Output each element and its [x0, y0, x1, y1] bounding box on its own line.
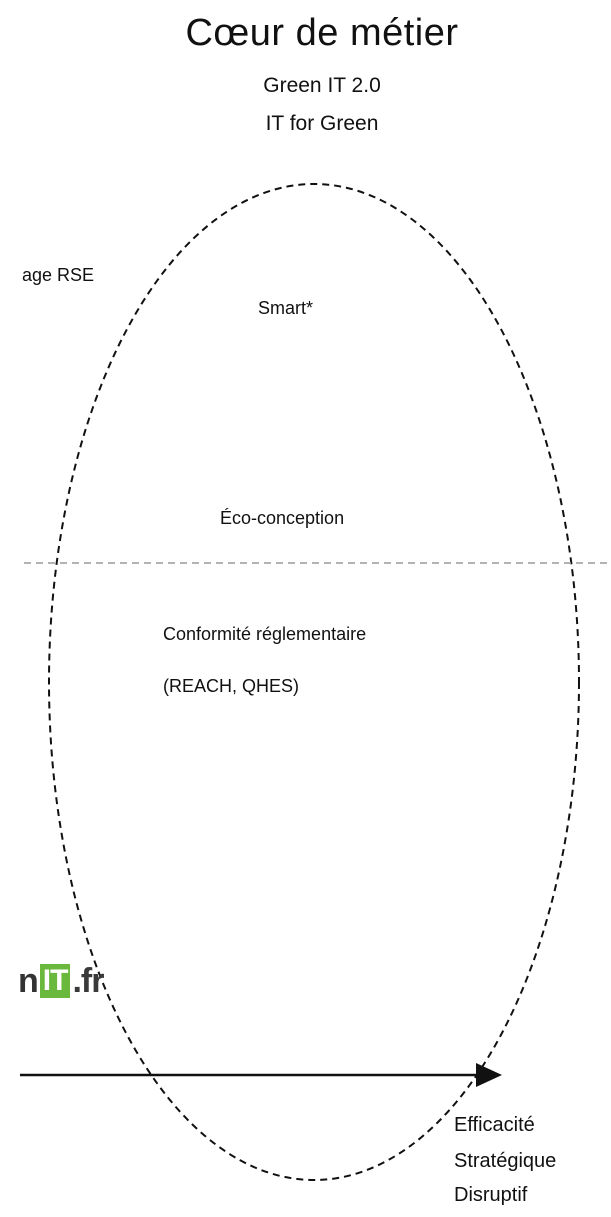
subtitle-it-for-green: IT for Green — [265, 112, 379, 135]
axis-label-disruptif: Disruptif — [454, 1184, 528, 1206]
label-rse: age RSE — [22, 265, 95, 285]
axis-arrow-head — [476, 1063, 502, 1087]
label-smart: Smart* — [258, 298, 314, 318]
logo-prefix: n — [18, 961, 39, 1000]
label-reach-qhes: (REACH, QHES) — [163, 676, 300, 696]
logo-it-box: IT — [39, 964, 71, 998]
axis-label-strategique: Stratégique — [454, 1150, 557, 1172]
dashed-ellipse — [48, 183, 580, 1181]
diagram-title: Cœur de métier — [185, 12, 459, 54]
label-conformite: Conformité réglementaire — [163, 624, 367, 644]
subtitle-green-it: Green IT 2.0 — [263, 74, 381, 97]
axis-label-efficacite: Efficacité — [454, 1114, 535, 1136]
label-eco-conception: Éco-conception — [220, 508, 345, 528]
greenit-logo: n IT .fr — [18, 961, 104, 1000]
logo-suffix: .fr — [72, 961, 104, 1000]
